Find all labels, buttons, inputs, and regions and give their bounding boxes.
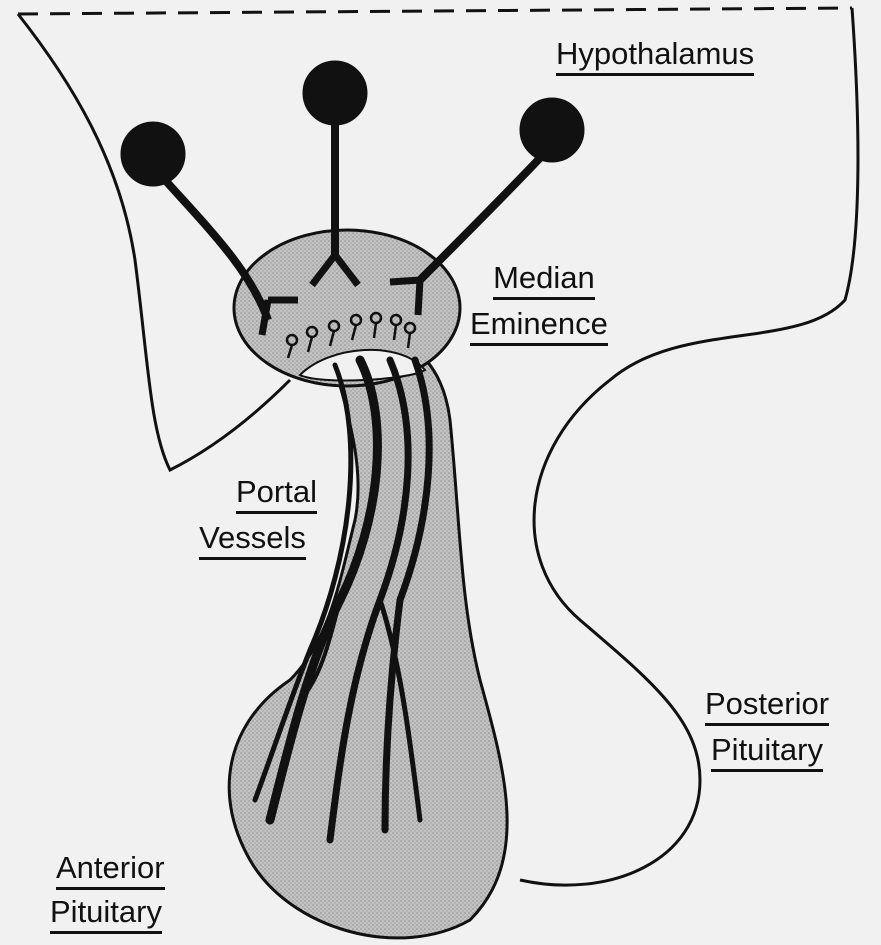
label-portal-vessels: Portal Vessels <box>188 476 317 560</box>
neuron-cell-body <box>520 98 584 162</box>
median-text: Median <box>480 262 608 300</box>
label-hypothalamus: Hypothalamus <box>556 38 754 76</box>
label-posterior-pituitary: Posterior Pituitary <box>705 688 829 772</box>
posterior-text: Posterior <box>705 688 829 726</box>
hypothalamus-text: Hypothalamus <box>556 38 754 76</box>
hypothalamus-left-wall <box>18 14 290 470</box>
neuron-cell-body <box>121 122 185 186</box>
label-median-eminence: Median Eminence <box>470 262 608 346</box>
anterior-pituitary-text: Pituitary <box>50 896 165 934</box>
neuron-cell-body <box>303 61 367 125</box>
hypothalamus-boundary-dashed <box>18 8 852 14</box>
portal-text: Portal <box>236 476 317 514</box>
vessels-text: Vessels <box>188 522 317 560</box>
posterior-pituitary-text: Pituitary <box>711 734 829 772</box>
anterior-text: Anterior <box>56 852 165 890</box>
eminence-text: Eminence <box>470 308 608 346</box>
label-anterior-pituitary: Anterior Pituitary <box>50 852 165 934</box>
